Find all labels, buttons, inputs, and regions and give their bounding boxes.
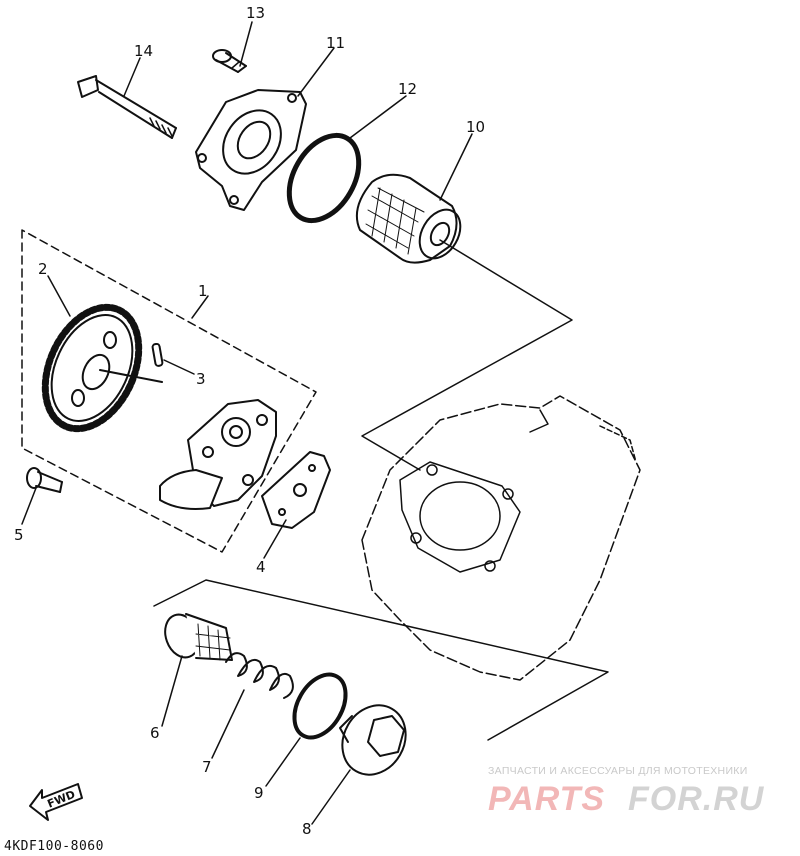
leader-lines (21, 21, 473, 825)
crankcase-phantom (361, 395, 641, 681)
part-3-pin (151, 342, 164, 367)
part-12-o-ring (286, 132, 362, 224)
part-9-o-ring (292, 672, 348, 740)
watermark-tagline: ЗАПЧАСТИ И АКСЕССУАРЫ ДЛЯ МОТОТЕХНИКИ (488, 765, 748, 777)
strainer-group-boundary (153, 579, 609, 741)
callout-4: 4 (256, 558, 266, 576)
fwd-arrow-icon (29, 783, 83, 821)
filter-alignment-line (361, 239, 573, 471)
fwd-label: FWD (46, 788, 78, 811)
watermark-brand-gray: FOR.RU (628, 780, 765, 818)
part-4-gasket-plate (261, 451, 331, 529)
callout-9: 9 (254, 784, 264, 802)
callout-7: 7 (202, 758, 212, 776)
part-13-small-bolt (212, 49, 247, 73)
part-11-filter-cover (195, 89, 307, 211)
assembly-1-boundary (21, 229, 317, 553)
callout-5: 5 (14, 526, 24, 544)
part-5-screw (26, 467, 63, 493)
callout-10: 10 (466, 118, 485, 136)
callout-8: 8 (302, 820, 312, 838)
part-7-spring (225, 652, 294, 699)
callout-6: 6 (150, 724, 160, 742)
callout-1: 1 (198, 282, 208, 300)
callout-11: 11 (326, 34, 345, 52)
part-10-oil-filter-element (356, 173, 462, 264)
callout-3: 3 (196, 370, 206, 388)
callout-13: 13 (246, 4, 265, 22)
oil-pump-body (159, 399, 277, 510)
part-8-drain-plug (339, 704, 407, 776)
watermark: ЗАПЧАСТИ И АКСЕССУАРЫ ДЛЯ МОТОТЕХНИКИ PA… (488, 765, 765, 818)
callout-14: 14 (134, 42, 153, 60)
callout-labels: 1 2 3 4 5 6 7 8 9 10 11 12 13 14 (14, 4, 485, 838)
part-2-pump-gear (41, 303, 163, 433)
part-14-long-bolt (77, 75, 177, 139)
callout-12: 12 (398, 80, 417, 98)
part-6-oil-strainer (164, 613, 233, 661)
diagram-code: 4KDF100-8060 (4, 839, 104, 854)
callout-2: 2 (38, 260, 48, 278)
watermark-brand-red: PARTS (488, 780, 605, 818)
